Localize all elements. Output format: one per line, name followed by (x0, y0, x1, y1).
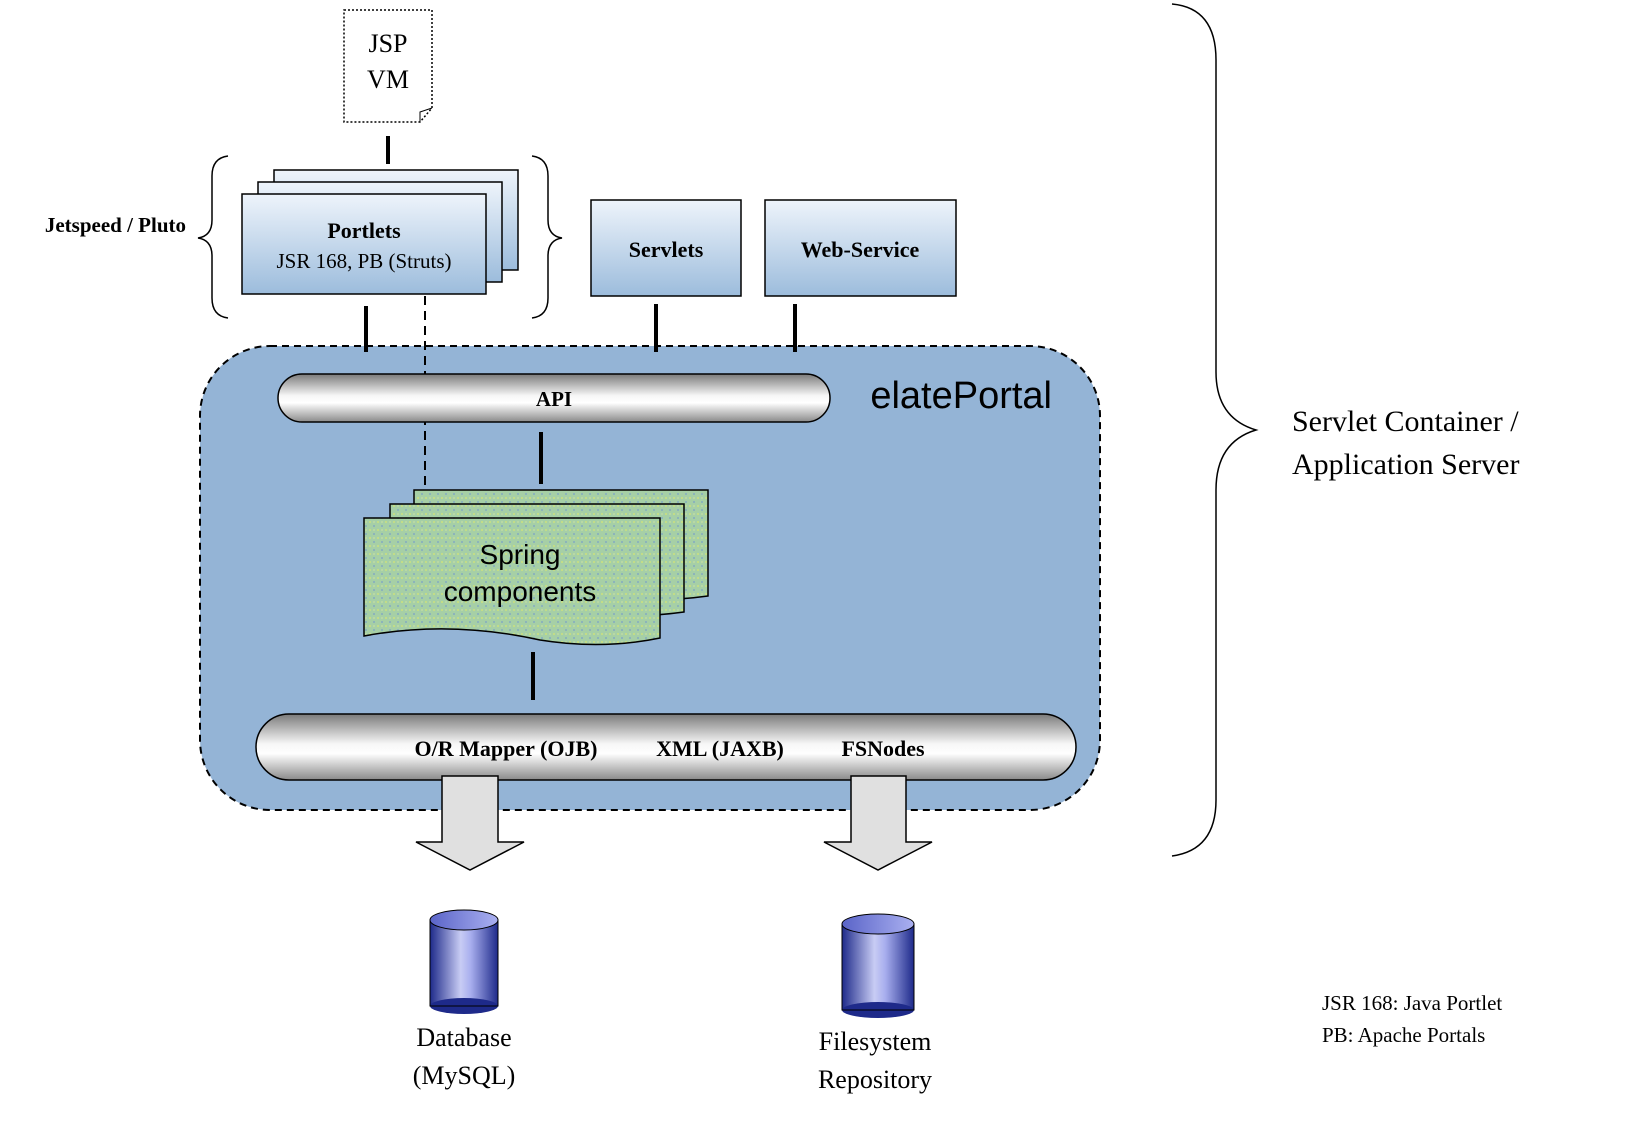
arrow-to-filesystem (823, 775, 933, 871)
servlets-box: Servlets (590, 199, 742, 297)
filesystem-line2: Repository (818, 1065, 932, 1094)
footnote-pb: PB: Apache Portals (1322, 1023, 1485, 1047)
jetspeed-pluto-label: Jetspeed / Pluto (45, 213, 186, 237)
database-line2: (MySQL) (413, 1061, 516, 1090)
spring-line1: Spring (480, 539, 561, 570)
portlets-subtitle: JSR 168, PB (Struts) (276, 249, 451, 273)
servlets-label: Servlets (629, 237, 704, 262)
spring-components-stack: Spring components (363, 489, 709, 646)
webservice-box: Web-Service (764, 199, 957, 297)
container-line2: Application Server (1292, 448, 1519, 481)
template-line1: JSP (368, 29, 407, 58)
jsp-vm-template: JSP VM (343, 9, 433, 123)
persistence-layer: O/R Mapper (OJB) XML (JAXB) FSNodes (255, 713, 1077, 781)
arrow-to-database (415, 775, 525, 871)
portlets-stack: Portlets JSR 168, PB (Struts) (241, 169, 519, 295)
filesystem-line1: Filesystem (819, 1027, 932, 1056)
left-brace (197, 155, 229, 319)
database-cylinder-icon (429, 909, 499, 1014)
spring-line2: components (444, 576, 597, 607)
elateportal-label: elatePortal (870, 375, 1052, 417)
database-line1: Database (416, 1023, 511, 1052)
webservice-label: Web-Service (801, 237, 920, 262)
api-layer: API (277, 373, 831, 423)
portlets-title: Portlets (327, 218, 401, 243)
xml-jaxb-label: XML (JAXB) (656, 736, 784, 761)
container-line1: Servlet Container / (1292, 405, 1519, 438)
filesystem-cylinder-icon (841, 913, 915, 1018)
container-brace (1171, 3, 1259, 857)
footnote-jsr168: JSR 168: Java Portlet (1322, 991, 1502, 1015)
template-line2: VM (367, 65, 409, 94)
or-mapper-label: O/R Mapper (OJB) (415, 736, 598, 761)
api-label: API (536, 387, 572, 411)
right-brace (531, 155, 563, 319)
fsnodes-label: FSNodes (841, 736, 925, 761)
